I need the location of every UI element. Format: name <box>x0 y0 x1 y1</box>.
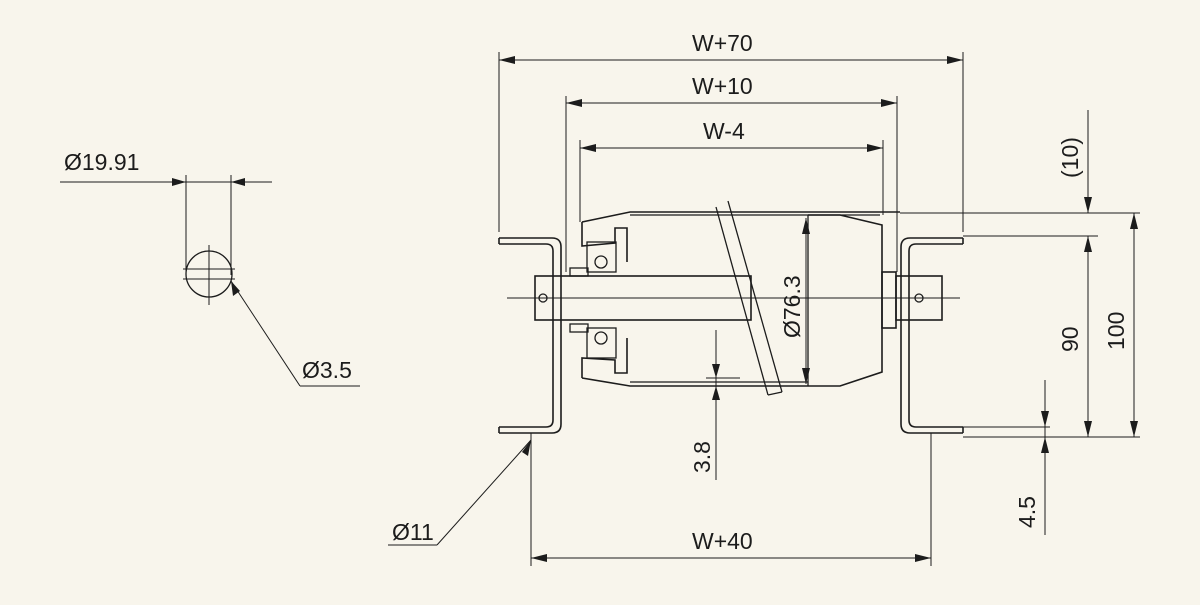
hole-diameter-label: Ø11 <box>392 519 434 545</box>
left-bracket <box>498 237 562 434</box>
roller-diameter-label: Ø76.3 <box>779 275 805 338</box>
pin-hole-right <box>914 293 924 303</box>
height-100-label: 100 <box>1103 312 1129 350</box>
height-dimensions <box>900 110 1140 535</box>
bottom-dimensions <box>388 433 932 566</box>
bearing-ball-bottom <box>594 331 608 345</box>
right-bracket <box>900 237 964 434</box>
pin-hole-left <box>538 293 548 303</box>
w-plus-40-label: W+40 <box>692 528 753 554</box>
clearance-label: 3.8 <box>689 441 715 473</box>
bearing-ball-top <box>594 255 608 269</box>
shaft <box>507 275 960 321</box>
shaft-end-detail <box>60 175 360 387</box>
w-plus-70-label: W+70 <box>692 30 753 56</box>
roller-diameter-dim <box>802 218 810 384</box>
w-minus-4-label: W-4 <box>703 118 745 144</box>
roller-tube <box>569 211 900 387</box>
pin-diameter-label: Ø3.5 <box>302 357 352 383</box>
shaft-diameter-label: Ø19.91 <box>64 149 139 175</box>
w-plus-10-label: W+10 <box>692 73 753 99</box>
bottom-offset-label: 4.5 <box>1014 496 1040 528</box>
break-lines <box>715 200 783 396</box>
top-offset-label: (10) <box>1057 137 1083 178</box>
top-dimensions <box>498 52 964 272</box>
height-90-label: 90 <box>1057 326 1083 352</box>
clearance-dim <box>706 330 740 480</box>
